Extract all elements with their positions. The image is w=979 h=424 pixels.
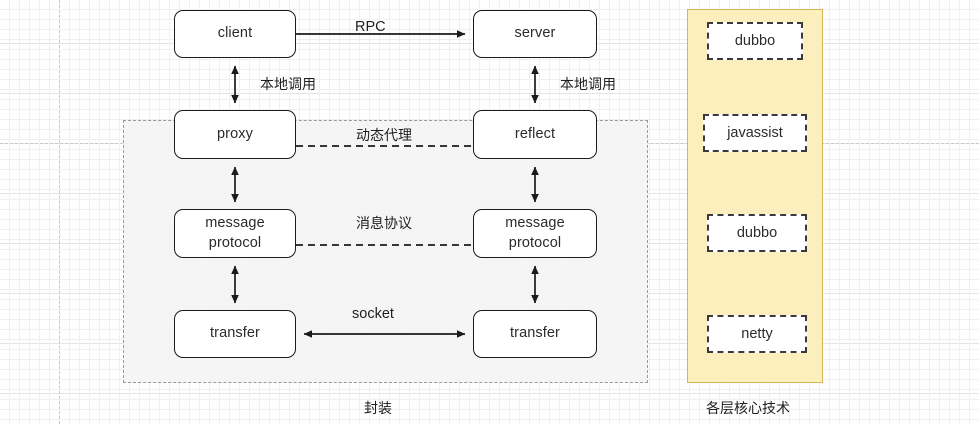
node-message-protocol-left[interactable]: message protocol	[174, 209, 296, 258]
tech-box-dubbo-2[interactable]: dubbo	[707, 214, 807, 252]
node-transfer-right-label: transfer	[510, 325, 560, 342]
page-break-guide-vertical	[59, 0, 60, 424]
tech-box-dubbo-1-label: dubbo	[734, 33, 776, 49]
node-transfer-left-label: transfer	[210, 325, 260, 342]
node-message-protocol-left-label: message protocol	[205, 214, 265, 251]
node-server[interactable]: server	[473, 10, 597, 58]
tech-box-dubbo-1[interactable]: dubbo	[707, 22, 803, 60]
node-message-protocol-right-label: message protocol	[505, 214, 565, 251]
node-message-protocol-right[interactable]: message protocol	[473, 209, 597, 258]
tech-box-netty-label: netty	[741, 326, 773, 342]
label-socket: socket	[352, 306, 394, 322]
node-reflect[interactable]: reflect	[473, 110, 597, 159]
tech-box-javassist-label: javassist	[727, 125, 783, 141]
label-rpc: RPC	[355, 19, 386, 35]
label-local-call-right: 本地调用	[560, 76, 616, 92]
node-client[interactable]: client	[174, 10, 296, 58]
label-dynamic-proxy: 动态代理	[356, 127, 412, 143]
node-transfer-right[interactable]: transfer	[473, 310, 597, 358]
node-proxy-label: proxy	[217, 125, 253, 142]
label-local-call-left: 本地调用	[260, 76, 316, 92]
node-client-label: client	[217, 25, 253, 42]
tech-box-javassist[interactable]: javassist	[703, 114, 807, 152]
label-message-protocol: 消息协议	[356, 215, 412, 231]
node-transfer-left[interactable]: transfer	[174, 310, 296, 358]
caption-encapsulation: 封装	[364, 400, 392, 416]
node-proxy[interactable]: proxy	[174, 110, 296, 159]
tech-box-netty[interactable]: netty	[707, 315, 807, 353]
caption-tech-panel: 各层核心技术	[706, 400, 790, 416]
node-reflect-label: reflect	[514, 125, 556, 142]
node-server-label: server	[514, 25, 556, 42]
tech-box-dubbo-2-label: dubbo	[736, 225, 778, 241]
